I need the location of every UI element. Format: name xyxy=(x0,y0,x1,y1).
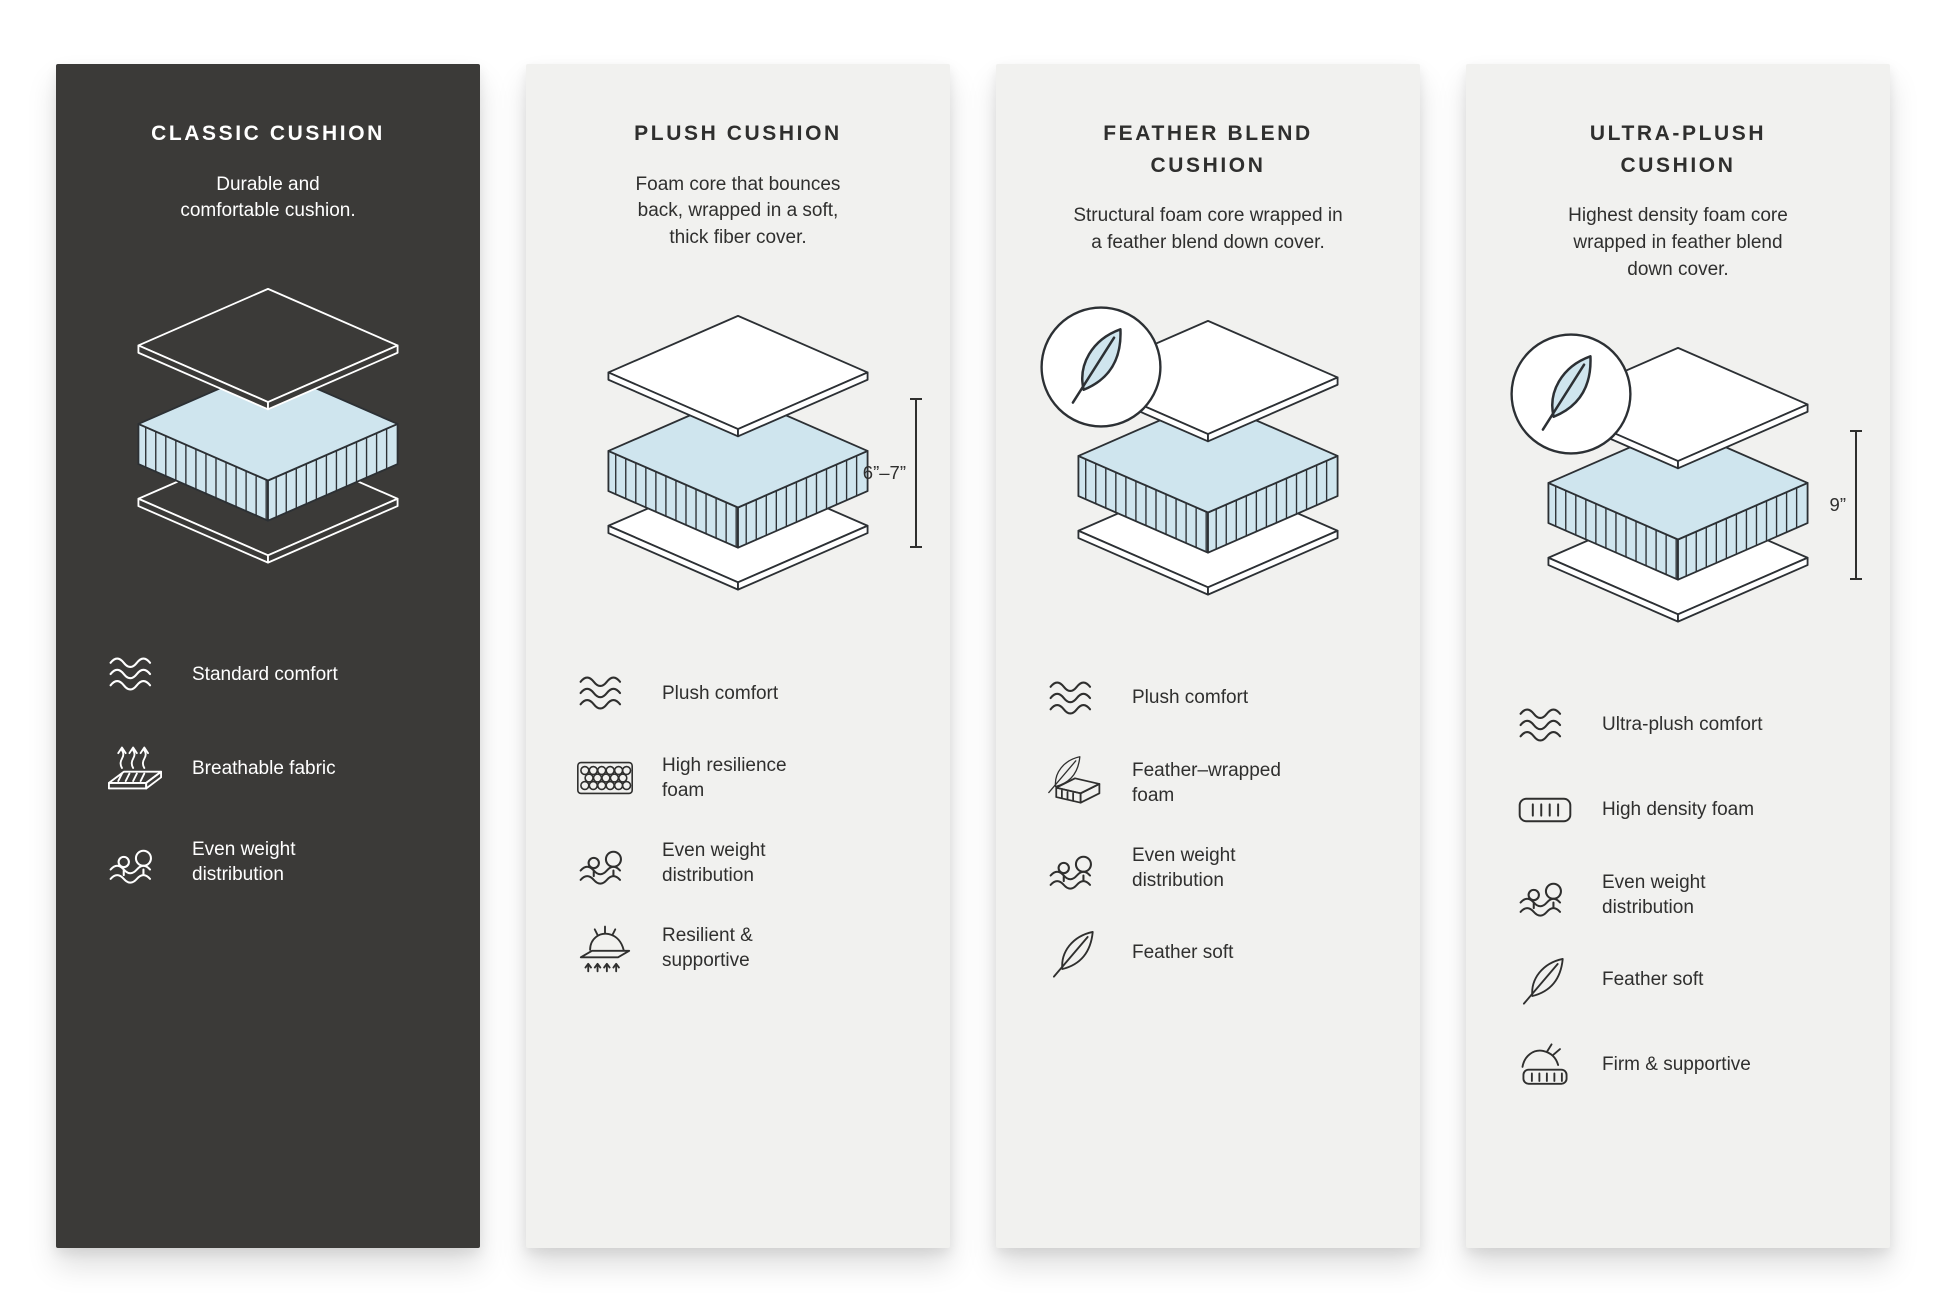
feather-icon xyxy=(1514,953,1576,1007)
measurement-label: 6”–7” xyxy=(862,462,906,484)
feature-label: Plush comfort xyxy=(1132,687,1249,709)
supportive-icon xyxy=(574,921,636,975)
feature-row: High resilience foam xyxy=(574,751,912,805)
breathable-icon xyxy=(104,741,166,795)
card-title: CLASSIC CUSHION xyxy=(151,122,385,145)
feature-label: Plush comfort xyxy=(662,682,779,704)
feature-row: High density foam xyxy=(1514,783,1852,837)
wave-icon xyxy=(1044,671,1106,725)
feature-label: Even weight distribution xyxy=(1132,844,1236,891)
feature-label: High density foam xyxy=(1602,799,1755,821)
feature-row: Ultra-plush comfort xyxy=(1514,698,1852,752)
density-foam-icon xyxy=(1514,783,1576,837)
feature-list: Plush comfort High resilience foam Even … xyxy=(564,666,912,975)
feature-label: Even weight distribution xyxy=(662,840,766,887)
feature-row: Feather–wrapped foam xyxy=(1044,756,1382,810)
feather-badge-icon xyxy=(1035,301,1167,433)
measurement-label: 9” xyxy=(1829,493,1846,515)
firm-supportive-icon xyxy=(1514,1038,1576,1092)
feather-badge-icon xyxy=(1505,328,1637,460)
feature-label: Ultra-plush comfort xyxy=(1602,714,1763,736)
cushion-layers-illustration xyxy=(592,314,884,597)
wave-icon xyxy=(1514,698,1576,752)
cushion-layers-illustration xyxy=(122,287,414,570)
feature-row: Even weight distribution xyxy=(104,835,442,889)
card-feather-blend-cushion: FEATHER BLEND CUSHION Structural foam co… xyxy=(996,64,1420,1248)
feature-label: Feather–wrapped foam xyxy=(1132,759,1281,806)
feature-row: Even weight distribution xyxy=(1514,868,1852,922)
feature-list: Plush comfort Feather–wrapped foam Even … xyxy=(1034,671,1382,980)
feature-label: Even weight distribution xyxy=(1602,871,1706,918)
card-description: Structural foam core wrapped in a feathe… xyxy=(1073,205,1343,253)
height-measurement: 9” xyxy=(1829,429,1862,580)
feature-row: Breathable fabric xyxy=(104,741,442,795)
card-description: Durable and comfortable cushion. xyxy=(180,173,356,222)
weight-distribution-icon xyxy=(1514,868,1576,922)
feature-label: Breathable fabric xyxy=(192,757,336,779)
feather-icon xyxy=(1044,926,1106,980)
measurement-rule xyxy=(1850,429,1862,580)
feature-list: Standard comfort Breathable fabric Even … xyxy=(94,647,442,889)
feature-label: High resilience foam xyxy=(662,755,787,802)
feature-label: Firm & supportive xyxy=(1602,1054,1751,1076)
foam-cells-icon xyxy=(574,751,636,805)
feature-row: Feather soft xyxy=(1514,953,1852,1007)
weight-distribution-icon xyxy=(104,835,166,889)
card-plush-cushion: PLUSH CUSHION Foam core that bounces bac… xyxy=(526,64,950,1248)
wave-icon xyxy=(104,647,166,701)
feature-label: Standard comfort xyxy=(192,663,338,685)
feature-row: Standard comfort xyxy=(104,647,442,701)
card-title: FEATHER BLEND CUSHION xyxy=(1103,122,1313,177)
cushion-diagram: 9” xyxy=(1513,346,1862,636)
feature-label: Feather soft xyxy=(1132,942,1234,964)
card-description: Foam core that bounces back, wrapped in … xyxy=(635,173,841,249)
card-title: ULTRA-PLUSH CUSHION xyxy=(1589,122,1767,177)
height-measurement: 6”–7” xyxy=(862,398,922,549)
feature-row: Feather soft xyxy=(1044,926,1382,980)
card-classic-cushion: CLASSIC CUSHION Durable and comfortable … xyxy=(56,64,480,1248)
card-description: Highest density foam core wrapped in fea… xyxy=(1568,205,1788,280)
cushion-diagram xyxy=(1043,319,1373,609)
measurement-rule xyxy=(910,398,922,549)
feature-row: Firm & supportive xyxy=(1514,1038,1852,1092)
cushion-diagram: 6”–7” xyxy=(573,314,922,604)
card-title: PLUSH CUSHION xyxy=(634,122,842,145)
cushion-diagram xyxy=(103,287,433,577)
wave-icon xyxy=(574,666,636,720)
feature-row: Plush comfort xyxy=(574,666,912,720)
feature-row: Plush comfort xyxy=(1044,671,1382,725)
feather-foam-icon xyxy=(1044,756,1106,810)
cushion-comparison: CLASSIC CUSHION Durable and comfortable … xyxy=(56,64,1890,1248)
feature-row: Even weight distribution xyxy=(1044,841,1382,895)
feature-label: Even weight distribution xyxy=(192,839,296,886)
weight-distribution-icon xyxy=(1044,841,1106,895)
card-ultra-plush-cushion: ULTRA-PLUSH CUSHION Highest density foam… xyxy=(1466,64,1890,1248)
feature-row: Resilient & supportive xyxy=(574,921,912,975)
feature-label: Resilient & supportive xyxy=(662,925,753,972)
feature-label: Feather soft xyxy=(1602,969,1704,991)
feature-row: Even weight distribution xyxy=(574,836,912,890)
weight-distribution-icon xyxy=(574,836,636,890)
feature-list: Ultra-plush comfort High density foam Ev… xyxy=(1504,698,1852,1092)
